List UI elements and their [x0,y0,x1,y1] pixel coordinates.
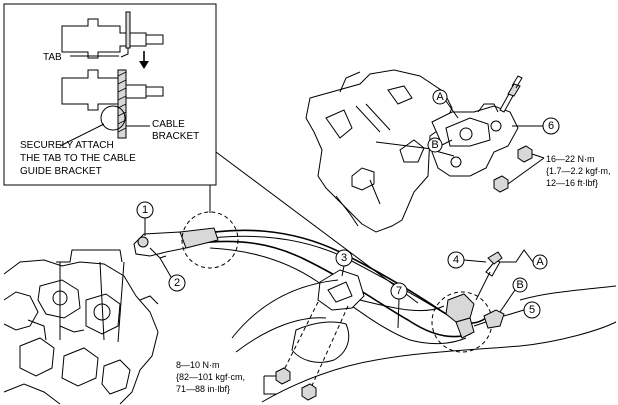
instruction-line3: GUIDE BRACKET [20,166,102,177]
cable-end-shifter-side [431,251,505,353]
shift-lever-assembly [305,69,533,233]
callout-b-top: B [427,137,453,153]
callout-5: 5 [503,301,541,319]
callout-4: 4 [447,251,487,269]
instruction-line2: THE TAB TO THE CABLE [20,153,136,164]
callout-b-right: B [499,277,528,313]
callout-2: 2 [159,257,186,292]
bracket-bolts [263,301,349,401]
transmission-lever-end [133,227,219,259]
floor-tunnel [231,279,617,403]
detail-connector-right [215,151,419,304]
cable-bracket-label-line2: BRACKET [152,131,199,142]
detail-inset: TAB CABLE BRACKET SECURELY ATTACH THE TA… [3,3,217,186]
torque-shifter-line3: 12—16 ft·lbf} [546,178,598,188]
callout-6: 6 [512,117,560,135]
callout-1: 1 [136,201,154,236]
cable-bracket-label-line1: CABLE [152,119,185,130]
svg-text:A: A [436,91,444,103]
svg-text:3: 3 [341,252,347,264]
torque-bracket-line1: 8—10 N·m [176,360,220,370]
svg-text:B: B [516,279,523,291]
instruction-leader [59,123,105,147]
callout-7: 7 [390,282,408,329]
callout-a-top: A [432,89,459,119]
svg-text:7: 7 [396,285,402,297]
detail-cable-end-before [61,11,164,59]
svg-text:5: 5 [529,304,535,316]
svg-text:4: 4 [453,254,459,266]
torque-shifter-line1: 16—22 N·m [546,154,595,164]
callout-3: 3 [335,249,353,277]
callout-a-right: A [500,249,548,270]
svg-text:6: 6 [548,120,554,132]
torque-spec-shifter: 16—22 N·m {1.7—2.2 kgf·m, 12—16 ft·lbf} [507,153,611,188]
cable-end-detail-circle [181,211,239,269]
svg-text:B: B [431,139,438,151]
tab-label: TAB [43,52,62,63]
shifter-bolt-upper [517,145,533,163]
instruction-line1: SECURELY ATTACH [20,140,114,151]
torque-bracket-line3: 71—88 in·lbf} [176,384,230,394]
transmission-assembly [3,249,159,405]
torque-spec-bracket: 8—10 N·m {82—101 kgf·cm, 71—88 in·lbf} [176,360,245,394]
detail-arrow-down [139,51,149,69]
cable-bracket [317,269,365,311]
detail-cable-end-after [61,69,164,139]
torque-shifter-line2: {1.7—2.2 kgf·m, [546,166,611,176]
torque-bracket-line2: {82—101 kgf·cm, [176,372,245,382]
svg-text:A: A [536,256,544,268]
svg-text:2: 2 [174,277,180,289]
svg-text:1: 1 [142,204,148,216]
shifter-bolt-lower [493,175,509,193]
